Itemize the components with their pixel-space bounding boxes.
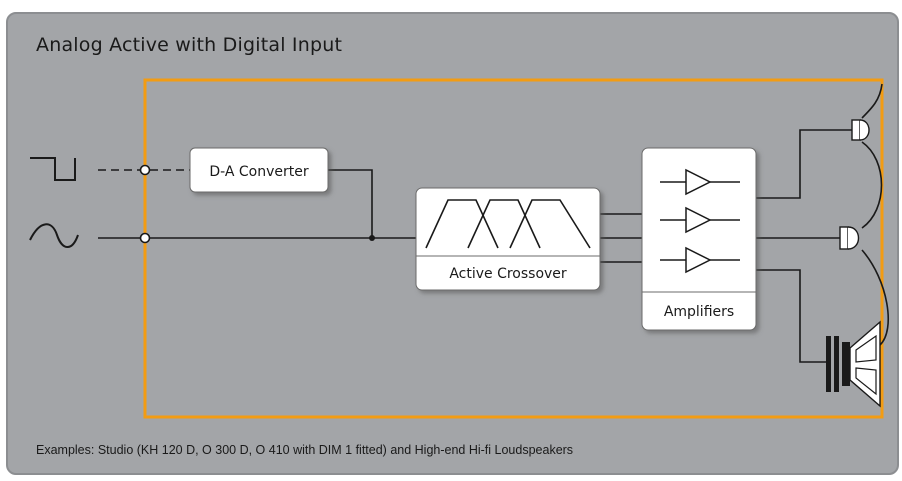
dac-block: D-A Converter xyxy=(189,147,329,193)
crossover-block: Active Crossover xyxy=(415,187,601,291)
amplifiers-block: Amplifiers xyxy=(641,147,757,331)
diagram-title: Analog Active with Digital Input xyxy=(36,34,343,56)
amplifier-triangle-icon xyxy=(660,168,740,196)
amplifier-triangle-icon xyxy=(660,206,740,234)
examples-footer: Examples: Studio (KH 120 D, O 300 D, O 4… xyxy=(36,443,574,457)
digital-input-node xyxy=(139,164,151,176)
amplifier-triangle-icon xyxy=(660,246,740,274)
tweeter-icon xyxy=(851,119,870,141)
junction-dot xyxy=(369,235,375,241)
midrange-icon xyxy=(839,226,860,250)
digital-square-wave-icon xyxy=(30,157,76,181)
crossover-label: Active Crossover xyxy=(449,266,567,282)
woofer-icon xyxy=(826,320,881,408)
amp-out-woofer xyxy=(756,269,826,363)
filter-curves-icon xyxy=(425,199,591,249)
analog-input-node xyxy=(139,232,151,244)
amplifiers-label: Amplifiers xyxy=(664,304,734,320)
dac-output-line xyxy=(328,169,373,238)
speaker-enclosure-outline xyxy=(143,78,884,419)
baffle-curve xyxy=(861,83,890,346)
analog-sine-wave-icon xyxy=(29,223,79,248)
amp-out-tweeter xyxy=(756,129,852,199)
dac-label: D-A Converter xyxy=(209,164,309,180)
